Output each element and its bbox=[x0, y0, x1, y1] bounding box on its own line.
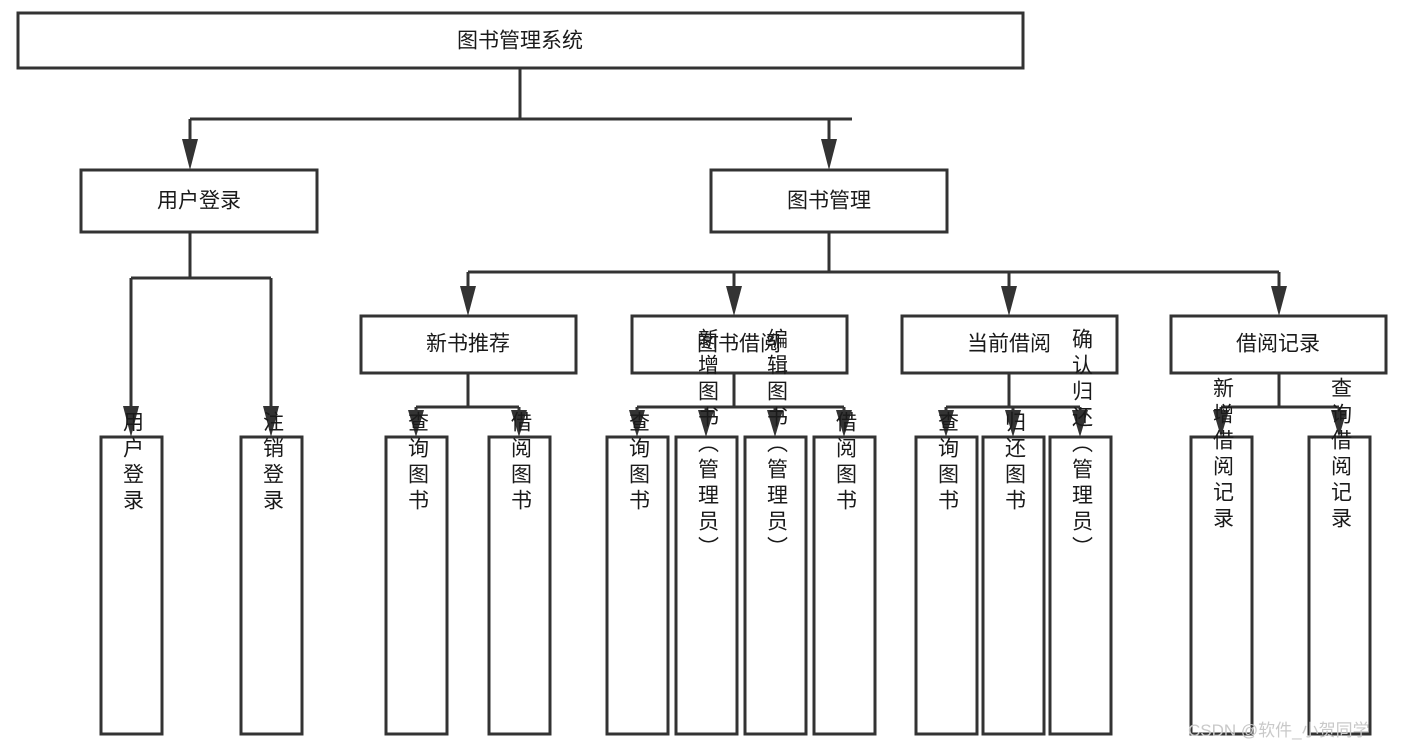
leaf-query-record[interactable]: 查询借阅记录 bbox=[1307, 377, 1372, 736]
arrowhead-leaf-confirm-return bbox=[1072, 410, 1088, 437]
node-borrow-record[interactable]: 借阅记录 bbox=[1169, 314, 1388, 375]
node-borrow-record-box[interactable] bbox=[1169, 314, 1388, 375]
node-current-borrow-label: 当前借阅 bbox=[967, 333, 1051, 356]
leaf-confirm-return[interactable]: 确认归还（管理员） bbox=[1048, 328, 1113, 736]
arrowhead-leaf-query-book-2 bbox=[629, 410, 645, 437]
leaf-user-login[interactable]: 用户登录 bbox=[99, 411, 164, 736]
arrowhead-borrow-record bbox=[1271, 286, 1287, 316]
leaf-edit-book[interactable]: 编辑图书（管理员） bbox=[743, 328, 808, 736]
leaf-query-book-3-label: 查询图书 bbox=[936, 411, 960, 515]
connectors-book-management-to-level2 bbox=[460, 232, 1287, 316]
leaf-query-book-2-label: 查询图书 bbox=[627, 411, 651, 515]
arrowhead-leaf-logout bbox=[263, 406, 279, 437]
node-user-login-box[interactable] bbox=[79, 168, 319, 234]
node-new-book-recommend[interactable]: 新书推荐 bbox=[359, 314, 578, 375]
node-new-book-recommend-box[interactable] bbox=[359, 314, 578, 375]
arrowhead-leaf-user-login bbox=[123, 406, 139, 437]
leaf-user-login-label: 用户登录 bbox=[121, 411, 145, 515]
leaf-query-record-label: 查询借阅记录 bbox=[1329, 377, 1353, 533]
leaf-borrow-book-1[interactable]: 借阅图书 bbox=[487, 411, 552, 736]
arrowhead-leaf-borrow-book-1 bbox=[511, 410, 527, 437]
leaf-return-book[interactable]: 归还图书 bbox=[981, 411, 1046, 736]
leaf-user-login-box[interactable] bbox=[99, 435, 164, 736]
node-root-label: 图书管理系统 bbox=[457, 30, 583, 53]
node-user-login-label: 用户登录 bbox=[157, 190, 241, 213]
arrowhead-book-management bbox=[821, 139, 837, 170]
connectors-user-login-to-leaves bbox=[123, 232, 279, 437]
node-root-box[interactable] bbox=[16, 11, 1025, 70]
leaf-query-book-1-label: 查询图书 bbox=[406, 411, 430, 515]
leaf-confirm-return-label: 确认归还（管理员） bbox=[1070, 328, 1094, 562]
leaf-borrow-book-1-box[interactable] bbox=[487, 435, 552, 736]
node-user-login[interactable]: 用户登录 bbox=[79, 168, 319, 234]
node-borrow-record-label: 借阅记录 bbox=[1236, 333, 1320, 356]
leaf-return-book-box[interactable] bbox=[981, 435, 1046, 736]
arrowhead-leaf-add-book bbox=[698, 410, 714, 437]
leaf-return-book-label: 归还图书 bbox=[1003, 411, 1027, 515]
leaf-add-book-label: 新增图书（管理员） bbox=[696, 328, 720, 562]
leaf-borrow-book-1-label: 借阅图书 bbox=[509, 411, 533, 515]
arrowhead-user-login bbox=[182, 139, 198, 170]
node-book-management-box[interactable] bbox=[709, 168, 949, 234]
arrowhead-leaf-edit-book bbox=[767, 410, 783, 437]
arrowhead-leaf-return-book bbox=[1005, 410, 1021, 437]
connectors-borrow-record-to-leaves bbox=[1213, 373, 1347, 437]
leaf-edit-book-box[interactable] bbox=[743, 435, 808, 736]
leaf-query-book-2[interactable]: 查询图书 bbox=[605, 411, 670, 736]
node-book-borrow[interactable]: 图书借阅 bbox=[630, 314, 849, 375]
leaf-add-book[interactable]: 新增图书（管理员） bbox=[674, 328, 739, 736]
leaf-logout[interactable]: 注销登录 bbox=[239, 411, 304, 736]
connectors-current-borrow-to-leaves bbox=[938, 373, 1088, 437]
leaf-add-book-box[interactable] bbox=[674, 435, 739, 736]
arrowhead-leaf-add-record bbox=[1213, 410, 1229, 437]
leaf-query-book-2-box[interactable] bbox=[605, 435, 670, 736]
leaf-add-record-box[interactable] bbox=[1189, 435, 1254, 736]
leaf-query-book-3[interactable]: 查询图书 bbox=[914, 411, 979, 736]
arrowhead-leaf-borrow-book-2 bbox=[836, 410, 852, 437]
leaf-borrow-book-2-box[interactable] bbox=[812, 435, 877, 736]
node-root[interactable]: 图书管理系统 bbox=[16, 11, 1025, 70]
leaf-edit-book-label: 编辑图书（管理员） bbox=[765, 328, 789, 562]
node-book-management[interactable]: 图书管理 bbox=[709, 168, 949, 234]
arrowhead-leaf-query-book-1 bbox=[408, 410, 424, 437]
arrowhead-current-borrow bbox=[1001, 286, 1017, 316]
leaf-logout-label: 注销登录 bbox=[261, 411, 285, 515]
leaf-confirm-return-box[interactable] bbox=[1048, 435, 1113, 736]
leaf-query-record-box[interactable] bbox=[1307, 435, 1372, 736]
leaf-query-book-1-box[interactable] bbox=[384, 435, 449, 736]
leaf-add-record[interactable]: 新增借阅记录 bbox=[1189, 377, 1254, 736]
node-book-borrow-box[interactable] bbox=[630, 314, 849, 375]
node-book-management-label: 图书管理 bbox=[787, 190, 871, 213]
leaf-query-book-3-box[interactable] bbox=[914, 435, 979, 736]
node-current-borrow[interactable]: 当前借阅 bbox=[900, 314, 1119, 375]
node-book-borrow-label: 图书借阅 bbox=[697, 333, 781, 356]
leaf-add-record-label: 新增借阅记录 bbox=[1211, 377, 1235, 533]
node-new-book-recommend-label: 新书推荐 bbox=[426, 333, 510, 356]
leaf-borrow-book-2[interactable]: 借阅图书 bbox=[812, 411, 877, 736]
arrowhead-book-borrow bbox=[726, 286, 742, 316]
node-current-borrow-box[interactable] bbox=[900, 314, 1119, 375]
connectors-root-to-level1 bbox=[182, 68, 852, 170]
leaf-query-book-1[interactable]: 查询图书 bbox=[384, 411, 449, 736]
connectors-book-borrow-to-leaves bbox=[629, 373, 852, 437]
arrowhead-leaf-query-record bbox=[1331, 410, 1347, 437]
leaf-borrow-book-2-label: 借阅图书 bbox=[834, 411, 858, 515]
arrowhead-leaf-query-book-3 bbox=[938, 410, 954, 437]
connectors-new-book-recommend-to-leaves bbox=[408, 373, 527, 437]
leaf-logout-box[interactable] bbox=[239, 435, 304, 736]
arrowhead-new-book-recommend bbox=[460, 286, 476, 316]
